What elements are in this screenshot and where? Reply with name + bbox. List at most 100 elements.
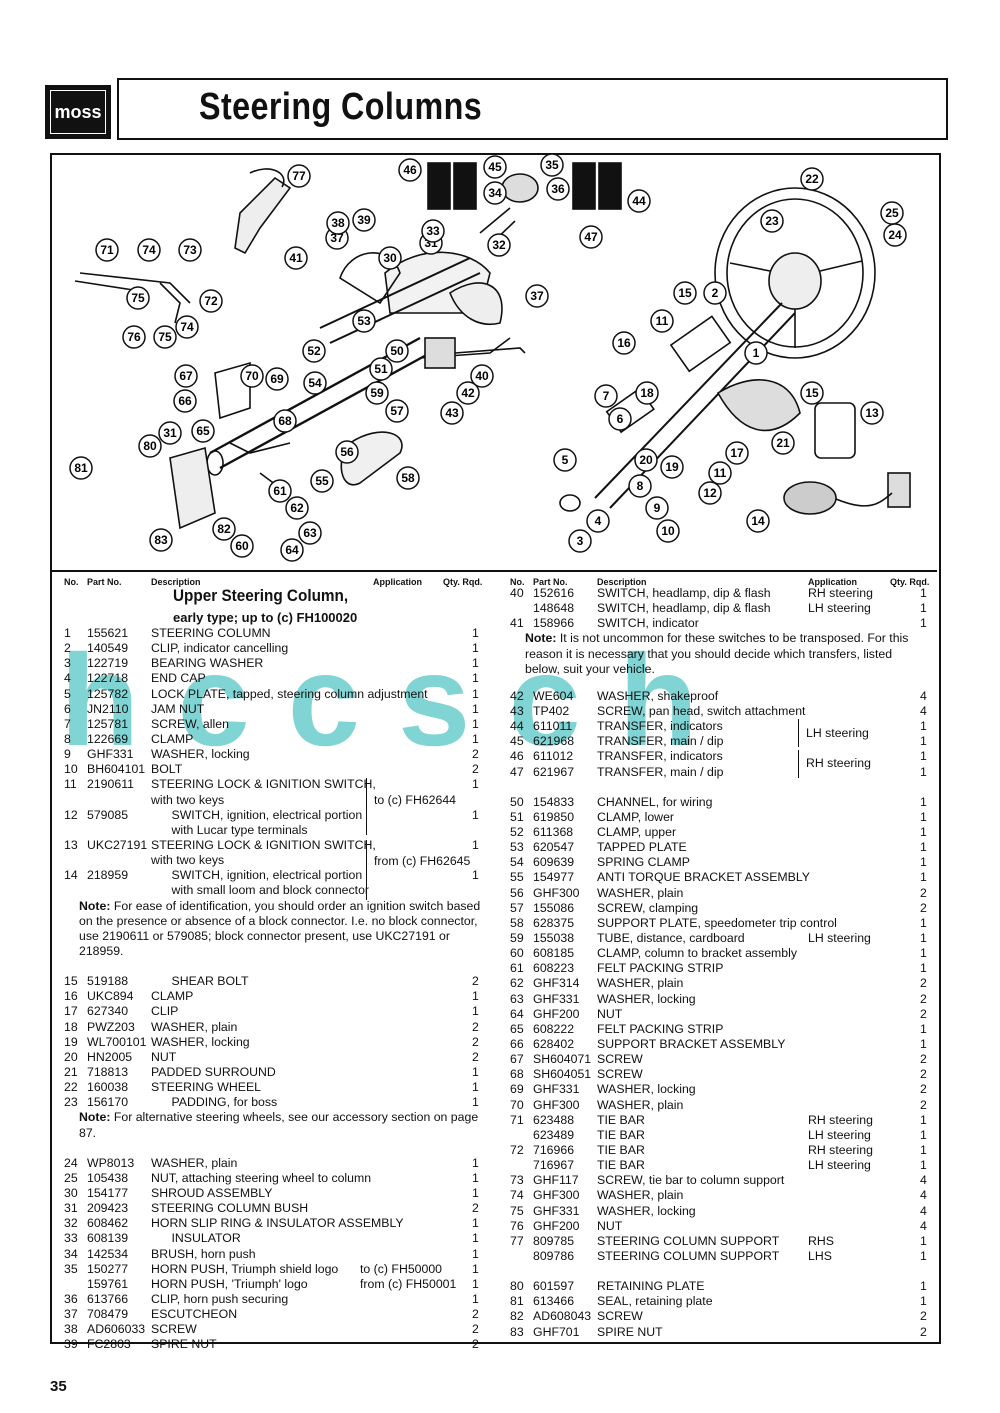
- svg-text:8: 8: [637, 479, 644, 493]
- cell-desc: SCREW: [597, 1052, 643, 1067]
- parts-table-right: No. Part No. Description Application Qty…: [508, 570, 930, 1340]
- cell-part: SH604051: [533, 1067, 592, 1082]
- cell-part: 611368: [533, 825, 574, 840]
- callout-number: 38: [326, 211, 350, 235]
- cell-no: 16: [64, 989, 78, 1004]
- cell-desc: SCREW: [151, 1322, 197, 1337]
- callout-number: 56: [335, 440, 359, 464]
- cell-no: 1: [64, 626, 71, 640]
- cell-no: 39: [64, 1337, 78, 1352]
- page-title: Steering Columns: [199, 86, 483, 128]
- cell-qty: 2: [472, 1049, 479, 1064]
- cell-no: 67: [510, 1052, 524, 1067]
- cell-desc: TIE BAR: [597, 1158, 645, 1173]
- cell-part: 718813: [87, 1065, 129, 1079]
- cell-no: 83: [510, 1324, 524, 1339]
- header-qty: Qty. Rqd.: [890, 577, 930, 587]
- svg-text:3: 3: [577, 534, 584, 548]
- cell-qty: 2: [920, 1067, 927, 1082]
- svg-text:75: 75: [158, 330, 172, 344]
- cell-part: 708479: [87, 1307, 129, 1322]
- cell-qty: 1: [920, 1279, 927, 1294]
- table-row: with two keys: [60, 853, 490, 868]
- cell-no: 4: [64, 671, 71, 686]
- svg-text:59: 59: [370, 386, 384, 400]
- cell-part: 619850: [533, 809, 575, 824]
- cell-part: GHF701: [533, 1324, 580, 1339]
- cell-desc: SPRING CLAMP: [597, 855, 690, 870]
- cell-part: 809786: [533, 1248, 575, 1263]
- cell-no: 56: [510, 885, 524, 900]
- cell-part: UKC27191: [87, 837, 148, 852]
- cell-qty: 2: [920, 1309, 927, 1324]
- svg-text:14: 14: [751, 514, 765, 528]
- cell-part: 159761: [87, 1276, 129, 1291]
- cell-desc: TUBE, distance, cardboard: [597, 931, 745, 945]
- cell-desc: END CAP: [151, 671, 206, 686]
- cell-desc: INSULATOR: [151, 1231, 241, 1246]
- cell-desc: WASHER, locking: [597, 1082, 696, 1097]
- cell-no: 69: [510, 1082, 524, 1097]
- cell-desc: LOCK PLATE, tapped, steering column adju…: [151, 686, 428, 701]
- callout-number: 73: [178, 238, 202, 262]
- cell-qty: 1: [920, 749, 927, 764]
- cell-qty: 4: [920, 688, 927, 703]
- cell-qty: 2: [472, 1201, 479, 1216]
- callout-number: 51: [369, 357, 393, 381]
- cell-no: 18: [64, 1019, 78, 1034]
- cell-qty: 1: [472, 1004, 479, 1019]
- cell-qty: 1: [920, 1112, 927, 1127]
- cell-qty: 1: [920, 840, 927, 855]
- cell-desc: WASHER, locking: [597, 991, 696, 1006]
- cell-no: 59: [510, 931, 524, 945]
- cell-no: 37: [64, 1307, 78, 1322]
- cell-qty: 1: [920, 1158, 927, 1173]
- cell-no: 58: [510, 915, 524, 930]
- cell-no: 15: [64, 974, 78, 989]
- cell-no: 38: [64, 1322, 78, 1337]
- cell-no: 14: [64, 868, 78, 883]
- svg-text:74: 74: [142, 243, 156, 257]
- cell-qty: 1: [472, 807, 479, 822]
- cell-qty: 1: [920, 601, 927, 616]
- cell-qty: 1: [472, 1080, 479, 1095]
- cell-no: 44: [510, 719, 524, 734]
- cell-no: 36: [64, 1292, 78, 1306]
- cell-qty: 2: [920, 1052, 927, 1067]
- callout-number: 3: [568, 529, 592, 553]
- svg-text:1: 1: [753, 346, 760, 360]
- svg-text:46: 46: [403, 163, 417, 177]
- cell-no: 43: [510, 704, 524, 719]
- svg-text:82: 82: [217, 522, 231, 536]
- header-desc: Description: [151, 577, 201, 587]
- svg-text:10: 10: [661, 524, 675, 538]
- cell-app: LH steering: [808, 1127, 871, 1142]
- cell-part: UKC894: [87, 989, 134, 1004]
- svg-text:56: 56: [340, 445, 354, 459]
- svg-text:33: 33: [426, 224, 440, 238]
- table-row: with small loom and block connector: [60, 883, 490, 898]
- cell-no: 6: [64, 701, 71, 716]
- cell-part: WE604: [533, 688, 574, 703]
- callout-number: 21: [771, 431, 795, 455]
- svg-text:65: 65: [196, 424, 210, 438]
- cell-no: 34: [64, 1246, 78, 1261]
- svg-text:34: 34: [488, 186, 502, 200]
- cell-part: GHF331: [533, 1203, 580, 1218]
- diagram-svg: 1234567891011111213141515161718192021222…: [69, 153, 911, 562]
- cell-part: 623489: [533, 1127, 575, 1142]
- svg-text:73: 73: [183, 243, 197, 257]
- cell-no: 63: [510, 991, 524, 1006]
- callout-number: 23: [760, 209, 784, 233]
